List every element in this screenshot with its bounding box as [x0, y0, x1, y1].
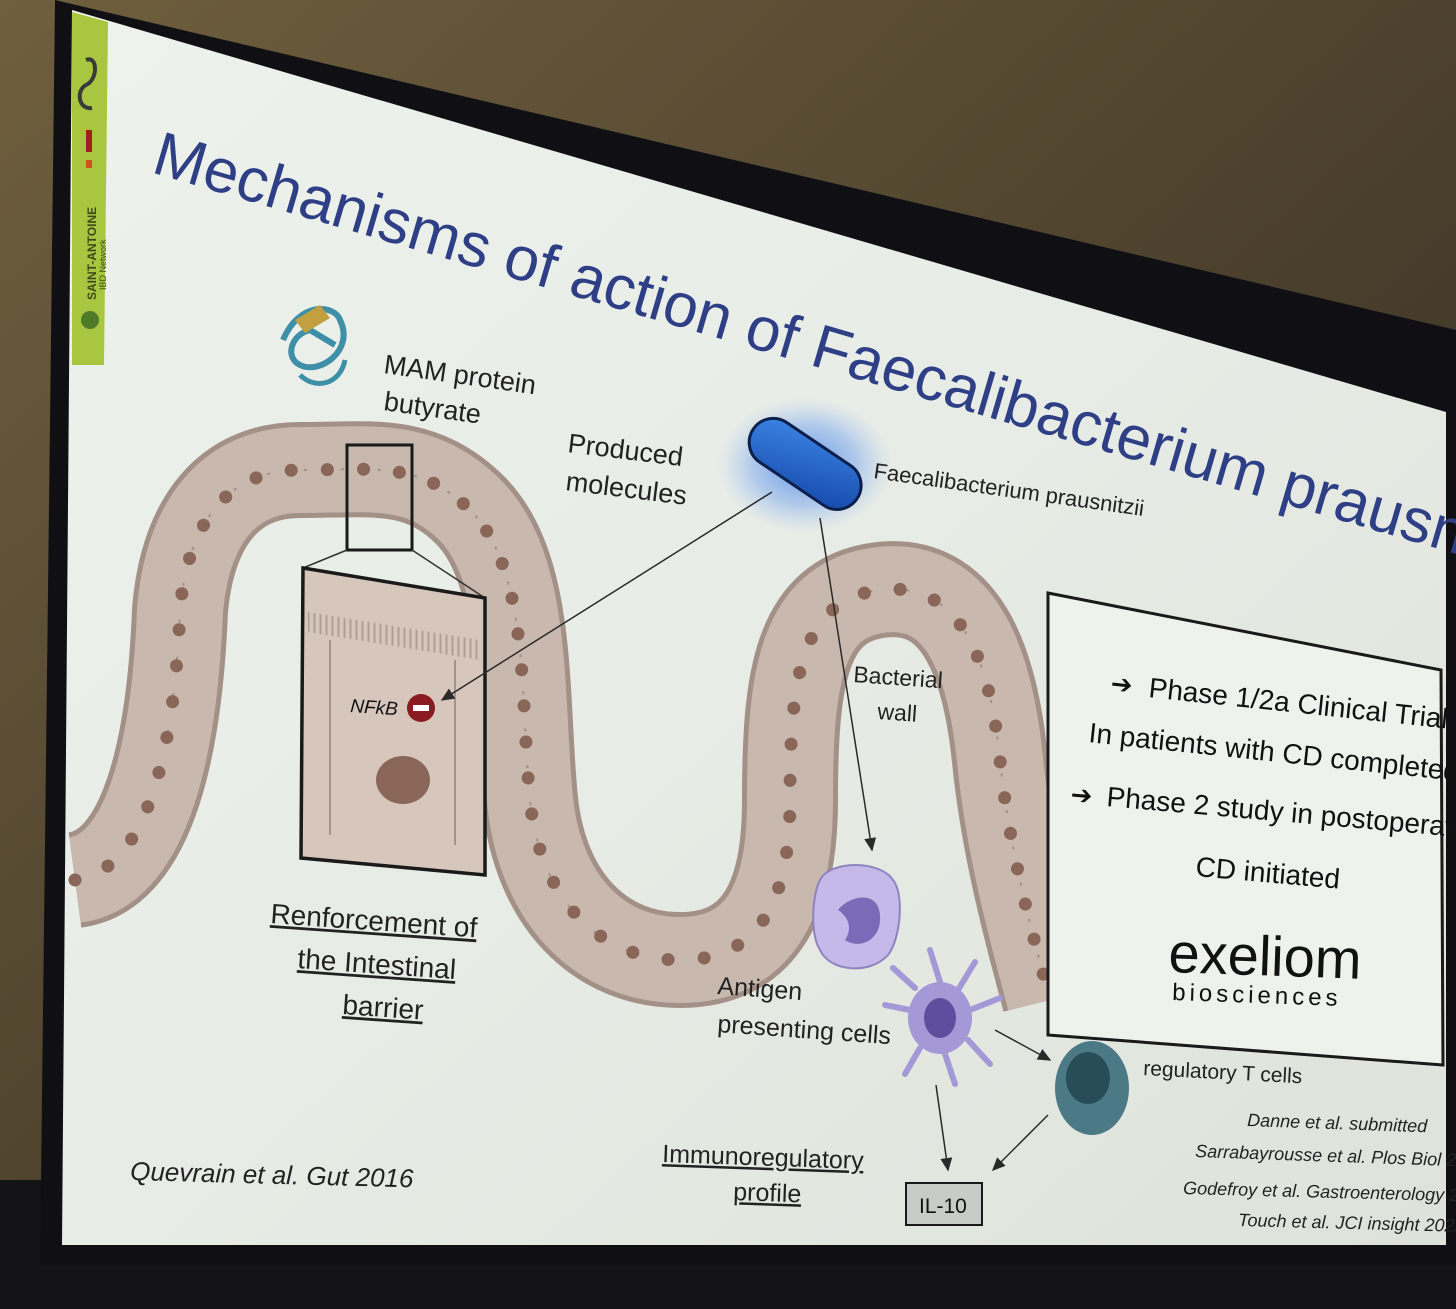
logo-text-2: IBD Network: [98, 239, 108, 290]
arrow-to-apc: [819, 517, 877, 852]
exeliom-sub: biosciences: [1172, 979, 1342, 1012]
apc-label-1: Antigen: [717, 972, 804, 1006]
bacterial-wall-label-2: wall: [876, 698, 918, 727]
trial-arrow-1: ➔: [1109, 668, 1134, 700]
treg-cell-icon: [1055, 1041, 1129, 1135]
trial-arrow-2: ➔: [1069, 779, 1093, 811]
arrow-dc-to-il10: [935, 1084, 953, 1172]
nfkb-label: NFkB: [350, 696, 399, 720]
inhibition-icon: [407, 694, 435, 722]
bacterial-wall-label-1: Bacterial: [853, 661, 944, 693]
logo-text-1: SAINT-ANTOINE: [85, 207, 99, 300]
arrow-dc-to-treg: [994, 1029, 1052, 1061]
arrow-to-nfkb: [440, 491, 773, 701]
arrow-treg-to-il10: [991, 1114, 1049, 1172]
exeliom-brand: exeliom: [1168, 921, 1363, 991]
immuno-label-2: profile: [733, 1178, 802, 1208]
il10-label: IL-10: [919, 1195, 967, 1218]
dendritic-cell-icon: [882, 947, 1003, 1087]
zoom-indicator: [345, 443, 414, 552]
magnified-cell-panel: [299, 565, 487, 877]
macrophage-icon: [812, 864, 901, 970]
trial-info-box: ➔ Phase 1/2a Clinical Trial In patients …: [1046, 591, 1456, 1067]
protein-structure-icon: [280, 305, 348, 386]
intestinal-epithelium: [64, 421, 1097, 1012]
saint-antoine-logo: SAINT-ANTOINE IBD Network: [72, 12, 108, 365]
il10-box: IL-10: [905, 1182, 983, 1226]
barrier-label-3: barrier: [342, 989, 425, 1026]
citation-quevrain: Quevrain et al. Gut 2016: [130, 1156, 415, 1193]
bacterium-icon: [717, 397, 893, 533]
